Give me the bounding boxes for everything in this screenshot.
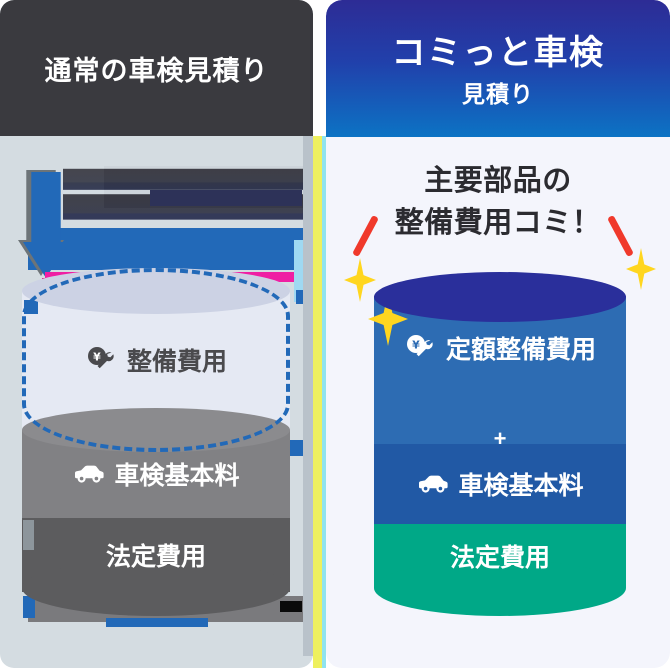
right-base-fee-label: 車検基本料 [458, 472, 584, 500]
panel-standard-estimate: 通常の車検見積り 法定費用 [0, 0, 313, 668]
yen-wrench-icon: ¥ [404, 334, 438, 362]
right-lead-text: 主要部品の 整備費用コミ！ [326, 160, 670, 244]
left-maintenance-label-group: ¥ 整備費用 [85, 342, 227, 378]
glitch-artifact-cyan-divider [322, 136, 326, 668]
glitch-artifact-square-c [24, 300, 38, 314]
glitch-artifact-bottom-blue [106, 618, 208, 627]
glitch-artifact-blue-band [28, 228, 304, 270]
right-cylinder-bottom-cap [374, 560, 626, 616]
right-maintenance-label-group: ¥ 定額整備費用 [404, 330, 596, 366]
left-cost-cylinder: 法定費用 車検基本料 [22, 268, 290, 616]
right-panel-header: コミっと車検 見積り [326, 0, 670, 137]
yen-wrench-icon: ¥ [85, 346, 119, 374]
glitch-artifact-square-a [23, 596, 35, 618]
svg-text:¥: ¥ [412, 339, 420, 352]
right-cost-cylinder: 法定費用 車検基本料 + [374, 272, 626, 616]
right-maintenance-ellipse [374, 272, 626, 322]
right-legal-fee-label: 法定費用 [449, 544, 550, 572]
glitch-artifact-black-square [280, 601, 302, 612]
glitch-artifact-text-bar [150, 190, 302, 206]
left-maintenance-label: 整備費用 [126, 348, 227, 376]
right-base-fee-label-group: 車検基本料 [416, 466, 584, 502]
left-maintenance-ellipse [22, 268, 290, 314]
svg-text:¥: ¥ [93, 351, 101, 364]
plus-symbol: + [493, 426, 507, 451]
glitch-artifact-yellow-divider [313, 136, 322, 668]
left-header-title: 通常の車検見積り [44, 55, 269, 86]
right-lead-line-2: 整備費用コミ！ [394, 207, 602, 240]
left-base-fee-label-group: 車検基本料 [72, 456, 240, 492]
right-segment-base-fee: 車検基本料 [374, 444, 626, 524]
right-header-subtitle: 見積り [462, 81, 534, 108]
left-panel-header: 通常の車検見積り [0, 0, 313, 136]
left-base-fee-ellipse [22, 408, 290, 452]
left-legal-fee-label: 法定費用 [105, 543, 206, 571]
glitch-artifact-square-d [23, 520, 34, 550]
car-icon [72, 463, 106, 485]
panel-komitto-estimate: コミっと車検 見積り 主要部品の 整備費用コミ！ 法定費用 [326, 0, 670, 668]
left-base-fee-label: 車検基本料 [114, 462, 240, 490]
car-icon [416, 473, 450, 495]
left-segment-maintenance-fee: ¥ 整備費用 [22, 290, 290, 430]
right-lead-line-1: 主要部品の [424, 165, 572, 197]
left-cylinder-bottom-cap [22, 560, 290, 616]
right-maintenance-label: 定額整備費用 [445, 336, 596, 364]
glitch-artifact-gray-edge [303, 136, 313, 656]
glitch-artifact-square-e [290, 440, 306, 456]
right-header-title: コミっと車検 [391, 33, 605, 72]
